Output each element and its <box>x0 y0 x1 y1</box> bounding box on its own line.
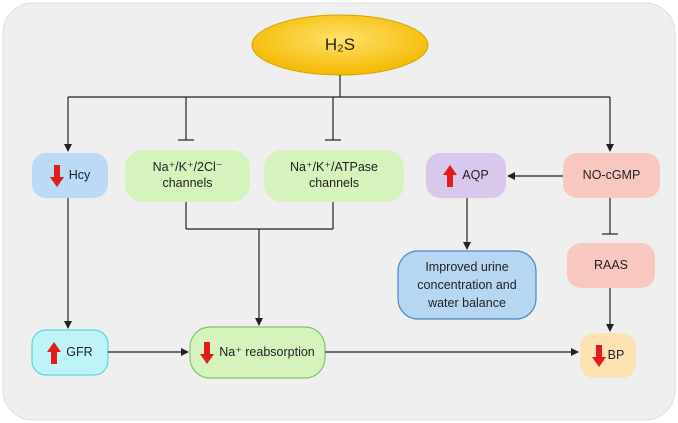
h2s-label: H₂S <box>324 35 356 55</box>
na-reabs-node: Na⁺ reabsorption <box>190 327 325 378</box>
aqp-node-shape <box>426 153 506 198</box>
bp-node-shape <box>580 333 636 378</box>
up-arrow-icon <box>443 164 458 187</box>
raas-label: RAAS <box>593 257 629 272</box>
bp-node: BP <box>580 333 636 378</box>
aqp-label: AQP <box>462 167 489 182</box>
nka-node-shape <box>264 150 404 202</box>
hcy-node-shape <box>32 153 108 198</box>
raas-node-shape <box>567 243 655 288</box>
raas-node: RAAS <box>567 243 655 288</box>
nkcc-label: Na⁺/K⁺/2Cl⁻ channels <box>152 160 223 190</box>
down-arrow-icon <box>200 341 215 364</box>
improved-node-shape <box>397 250 537 320</box>
nkcc-node: Na⁺/K⁺/2Cl⁻ channels <box>125 150 250 202</box>
gfr-node: GFR <box>32 330 108 375</box>
improved-node: Improved urine concentration and water b… <box>398 251 536 319</box>
hcy-node: Hcy <box>32 153 108 198</box>
nka-label: Na⁺/K⁺/ATPase channels <box>290 160 378 190</box>
na-reabs-label: Na⁺ reabsorption <box>219 344 315 359</box>
nocgmp-node: NO-cGMP <box>563 153 660 198</box>
aqp-node: AQP <box>426 153 506 198</box>
improved-label: Improved urine concentration and water b… <box>417 259 517 311</box>
nocgmp-node-shape <box>563 153 660 198</box>
down-arrow-icon <box>49 164 64 187</box>
down-arrow-icon <box>591 344 606 367</box>
h2s-node: H₂S <box>252 28 428 62</box>
hcy-label: Hcy <box>68 167 91 182</box>
nocgmp-label: NO-cGMP <box>582 167 641 182</box>
bp-label: BP <box>607 347 625 362</box>
up-arrow-icon <box>47 341 62 364</box>
nkcc-node-shape <box>125 150 250 202</box>
nka-node: Na⁺/K⁺/ATPase channels <box>264 150 404 202</box>
gfr-label: GFR <box>66 344 93 359</box>
